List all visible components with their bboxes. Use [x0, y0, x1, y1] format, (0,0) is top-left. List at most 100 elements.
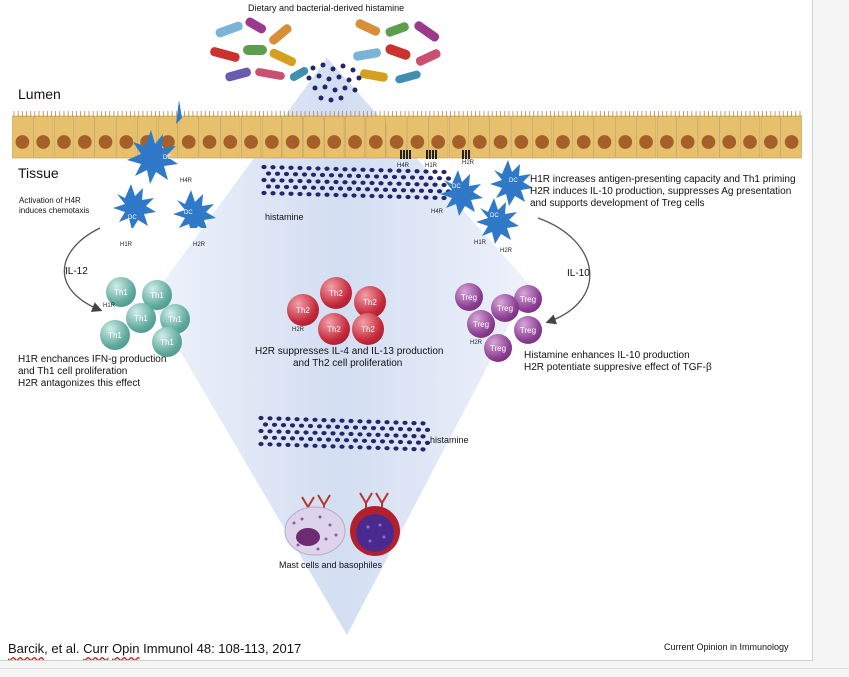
histamine-dot	[312, 417, 318, 422]
histamine-dot	[303, 430, 309, 435]
epithelial-nucleus	[202, 135, 217, 149]
histamine-label-middle: histamine	[265, 212, 304, 222]
histamine-dot	[267, 416, 273, 421]
histamine-dot	[396, 168, 402, 173]
histamine-dot	[319, 185, 326, 191]
histamine-dot	[258, 415, 264, 421]
dc-right-text-line-1: H1R increases antigen-presenting capacit…	[530, 174, 796, 185]
histamine-dot	[298, 423, 305, 428]
histamine-dot	[274, 171, 281, 176]
histamine-dot	[387, 194, 393, 199]
bacteria-cluster-left	[210, 17, 309, 82]
histamine-dot	[258, 428, 264, 434]
epithelial-nucleus	[36, 135, 51, 149]
histamine-dot	[397, 426, 404, 432]
histamine-dot	[271, 435, 278, 440]
dc-right-text-line-2: H2R induces IL-10 production, suppresses…	[530, 186, 792, 197]
histamine-dot	[271, 422, 278, 427]
histamine-dot	[337, 173, 344, 178]
histamine-dot	[339, 431, 345, 436]
histamine-dot	[337, 186, 344, 191]
histamine-dot	[415, 440, 422, 445]
histamine-dot	[285, 416, 291, 421]
epithelial-nucleus	[119, 135, 134, 149]
histamine-dot	[357, 419, 363, 424]
histamine-dot	[330, 431, 336, 436]
histamine-dot	[258, 441, 264, 447]
histamine-diamond	[150, 58, 530, 635]
epithelial-nucleus	[472, 135, 487, 149]
epithelial-nucleus	[618, 135, 633, 149]
histamine-dot	[423, 182, 429, 187]
histamine-dot	[441, 182, 447, 188]
histamine-dot	[289, 423, 296, 428]
histamine-dot	[351, 180, 357, 185]
histamine-dot	[325, 437, 332, 442]
histamine-dot	[294, 430, 300, 435]
histamine-dot	[396, 194, 402, 199]
histamine-dot	[346, 173, 353, 178]
histamine-dot	[288, 191, 294, 196]
histamine-dot	[360, 167, 366, 172]
receptor-h2r-th2: H2R	[292, 327, 305, 333]
receptor-h2r-dc-left: H2R	[193, 242, 206, 248]
histamine-dot	[288, 165, 294, 170]
journal-name: Current Opinion in Immunology	[664, 642, 789, 652]
histamine-dot	[373, 187, 380, 192]
histamine-dot	[270, 178, 276, 183]
histamine-dots-lower	[258, 415, 431, 452]
histamine-dot	[303, 443, 309, 448]
histamine-dot	[384, 420, 390, 425]
histamine-dot	[387, 168, 393, 173]
histamine-dot	[279, 191, 285, 196]
histamine-dot	[393, 446, 399, 451]
histamine-dot	[366, 432, 372, 437]
epithelial-nucleus	[244, 135, 258, 149]
th2-cell: Th2	[287, 294, 319, 326]
h4r-activation-line-1: Activation of H4R	[19, 196, 81, 205]
histamine-dot	[310, 185, 317, 190]
histamine-dot	[391, 187, 398, 193]
histamine-dot	[328, 186, 335, 191]
th1-text-line-1: H1R enchances IFN-g production	[18, 354, 167, 365]
histamine-dot	[348, 431, 354, 437]
histamine-dot	[379, 426, 386, 431]
th2-text-line-1: H2R suppresses IL-4 and IL-13 production	[255, 346, 444, 357]
epithelial-nucleus	[306, 135, 321, 149]
citation: Barcik, et al. Curr Opin Immunol 48: 108…	[8, 641, 302, 656]
epithelial-layer	[12, 111, 802, 159]
th1-cell: Th1	[152, 327, 182, 357]
epithelial-nucleus	[98, 135, 113, 149]
epithelial-nucleus	[701, 135, 716, 149]
histamine-dot	[330, 444, 336, 449]
histamine-dot	[307, 436, 314, 442]
epithelial-nucleus	[660, 135, 674, 149]
histamine-dot	[310, 172, 317, 177]
histamine-dot	[276, 429, 282, 434]
histamine-dot	[402, 420, 408, 425]
receptor-h1r-epi: H1R	[425, 163, 438, 169]
histamine-dot	[289, 436, 296, 441]
tissue-label: Tissue	[18, 165, 59, 181]
histamine-dot	[283, 184, 290, 190]
histamine-dot	[414, 195, 420, 200]
histamine-dot	[285, 429, 291, 434]
epithelial-nucleus	[368, 135, 383, 149]
epithelial-nucleus	[576, 135, 591, 149]
histamine-dot	[292, 172, 299, 177]
histamine-dot	[369, 193, 375, 199]
histamine-dot	[361, 425, 368, 430]
th1-cell: Th1	[100, 320, 130, 350]
il12-label: IL-12	[65, 266, 88, 277]
epithelial-nucleus	[535, 135, 549, 149]
citation-author: Barcik	[8, 641, 45, 656]
histamine-dot	[261, 190, 267, 196]
histamine-dot	[402, 433, 408, 438]
histamine-dot	[330, 418, 336, 423]
histamine-dot	[420, 421, 426, 426]
histamine-dot	[352, 425, 359, 430]
epithelial-nucleus	[514, 135, 529, 149]
histamine-dot	[436, 176, 443, 181]
histamine-dot	[411, 421, 417, 426]
histamine-dot	[270, 191, 276, 196]
